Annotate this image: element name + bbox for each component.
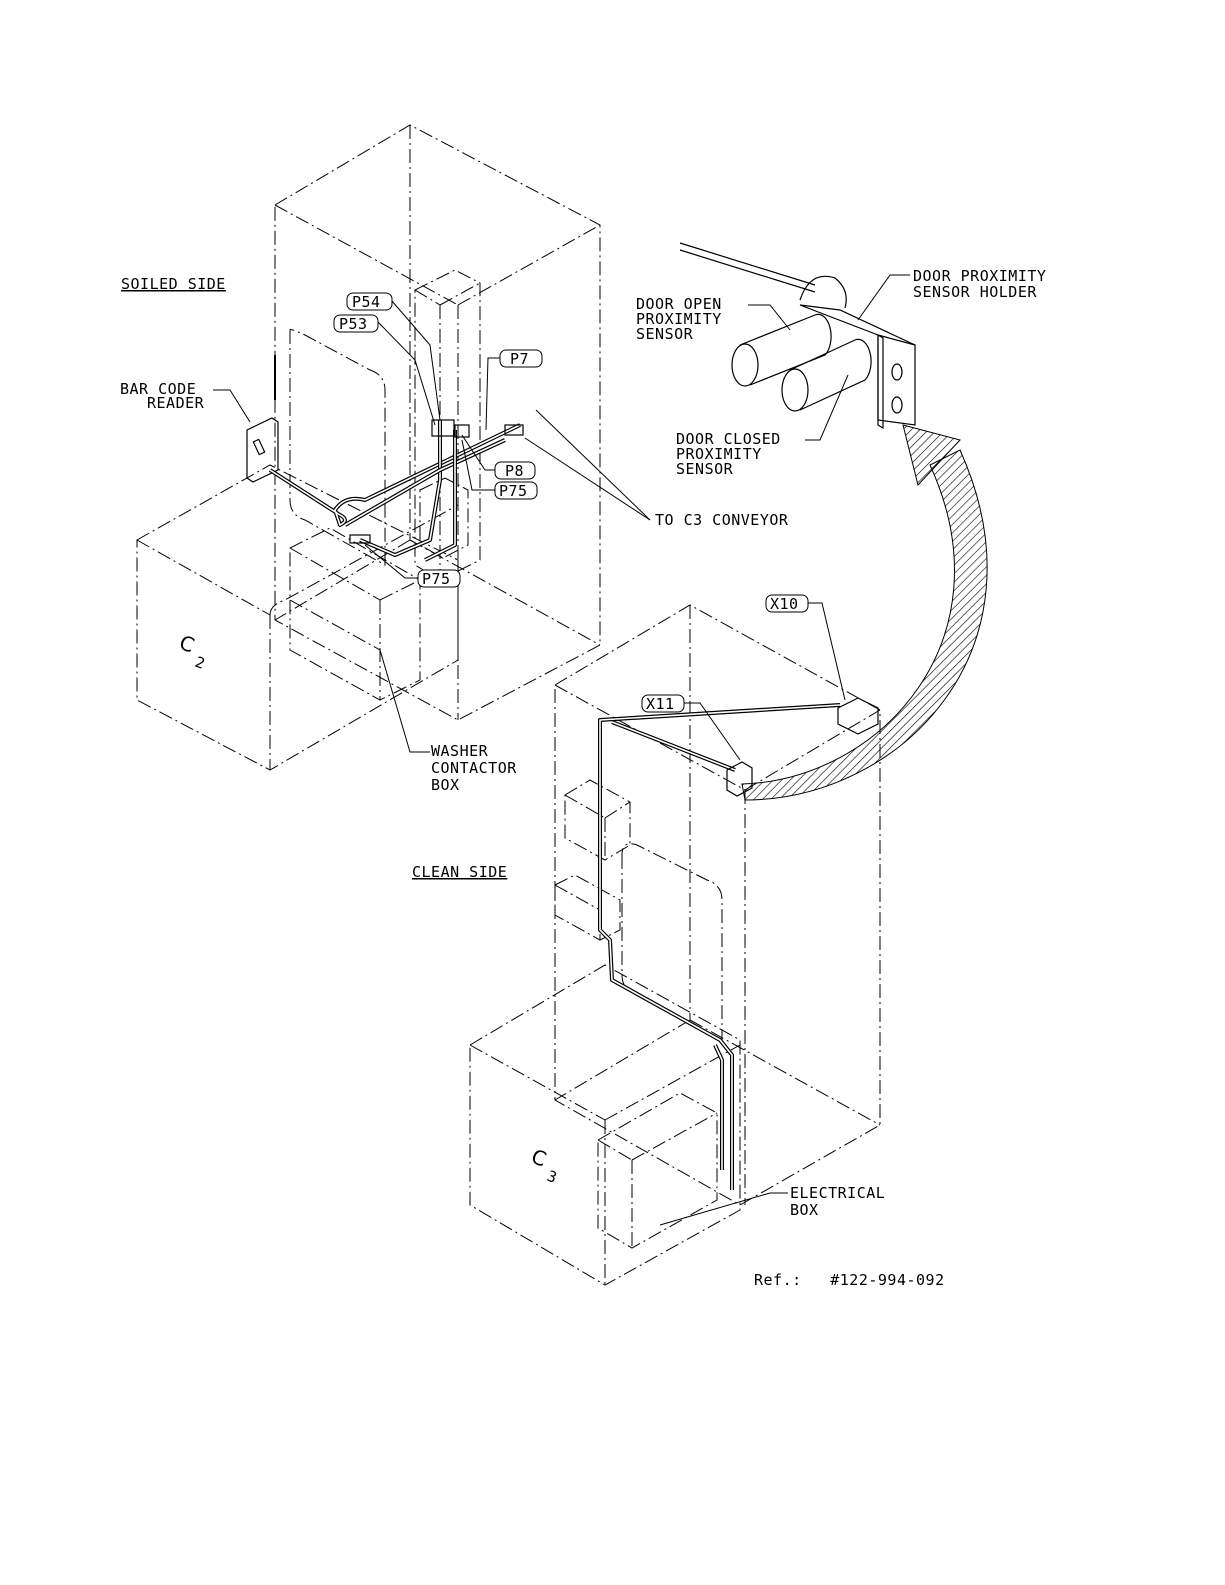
c2-label: C bbox=[176, 630, 197, 657]
tag-p53: P53 bbox=[339, 315, 368, 333]
tag-p8: P8 bbox=[505, 462, 524, 480]
washer-label-3: BOX bbox=[431, 776, 460, 794]
door-open-label-3: SENSOR bbox=[636, 325, 694, 343]
washer-label-1: WASHER bbox=[431, 742, 489, 760]
c3-base: C 3 bbox=[470, 965, 740, 1285]
bar-code-reader-label-2: READER bbox=[147, 394, 205, 412]
electrical-box-label-1: ELECTRICAL bbox=[790, 1184, 885, 1202]
tag-p75-bottom: P75 bbox=[422, 570, 451, 588]
sensor-detail bbox=[680, 243, 915, 428]
c3-sub: 3 bbox=[545, 1167, 560, 1187]
soiled-tower bbox=[275, 125, 600, 720]
tags: P54 P53 P7 P8 P75 P75 X10 X11 bbox=[334, 293, 808, 713]
holder-label-2: SENSOR HOLDER bbox=[913, 283, 1037, 301]
tag-p54: P54 bbox=[352, 293, 381, 311]
soiled-side-label: SOILED SIDE bbox=[121, 275, 226, 293]
reference-number: Ref.: #122-994-092 bbox=[754, 1271, 945, 1289]
leader-lines bbox=[213, 275, 910, 1225]
to-c3-conveyor-label: TO C3 CONVEYOR bbox=[655, 511, 789, 529]
electrical-box-label-2: BOX bbox=[790, 1201, 819, 1219]
washer-label-2: CONTACTOR bbox=[431, 759, 517, 777]
tag-p7: P7 bbox=[510, 350, 529, 368]
clean-side-label: CLEAN SIDE bbox=[412, 863, 507, 881]
c2-sub: 2 bbox=[193, 653, 208, 673]
tag-x11: X11 bbox=[646, 695, 675, 713]
c3-label: C bbox=[528, 1144, 549, 1171]
tag-x10: X10 bbox=[770, 595, 799, 613]
tag-p75-top: P75 bbox=[499, 482, 528, 500]
door-closed-label-3: SENSOR bbox=[676, 460, 734, 478]
bar-code-reader bbox=[247, 355, 278, 482]
text-labels: SOILED SIDE CLEAN SIDE BAR CODE READER D… bbox=[120, 267, 1046, 1289]
